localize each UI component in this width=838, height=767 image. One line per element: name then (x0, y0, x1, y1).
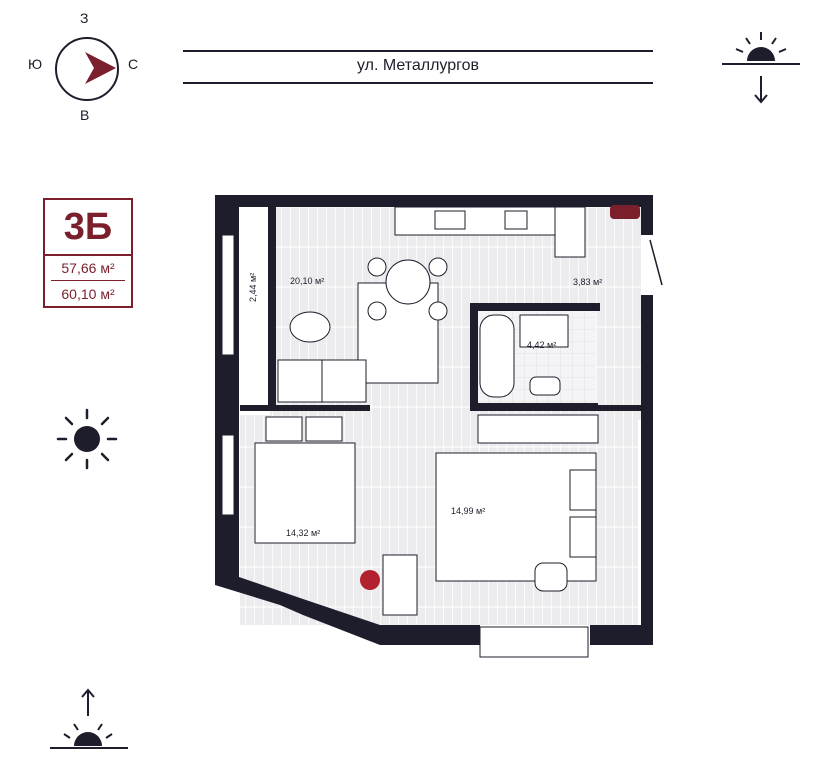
sunset-icon (722, 32, 800, 104)
compass-arrow-icon (55, 37, 119, 101)
room-area-bathroom: 4,42 м² (527, 340, 557, 350)
total-area: 60,10 м² (61, 286, 115, 302)
room-area-bedroom-left: 14,32 м² (286, 528, 321, 538)
compass-south-label: Ю (28, 56, 43, 72)
apartment-type: 3Б (63, 206, 113, 248)
compass-east-label: В (80, 107, 90, 123)
room-area-balcony: 2,44 м² (248, 272, 258, 302)
compass-north-label: С (128, 56, 139, 72)
room-area-hall: 3,83 м² (573, 277, 603, 287)
room-area-bedroom-right: 14,99 м² (451, 506, 486, 516)
floor-plan (215, 195, 663, 658)
room-area-kitchen-living: 20,10 м² (290, 276, 325, 286)
compass-west-label: З (80, 10, 89, 26)
badge-divider-small (51, 280, 125, 281)
badge-divider (45, 254, 131, 256)
living-area: 57,66 м² (61, 260, 115, 276)
street-line-top (183, 50, 653, 52)
balcony-floor (240, 205, 270, 415)
street-name: ул. Металлургов (356, 57, 480, 74)
street-line-bottom (183, 82, 653, 84)
sunrise-icon (50, 688, 128, 749)
apartment-badge: 3Б 57,66 м² 60,10 м² (43, 198, 133, 308)
sun-icon (56, 408, 118, 470)
